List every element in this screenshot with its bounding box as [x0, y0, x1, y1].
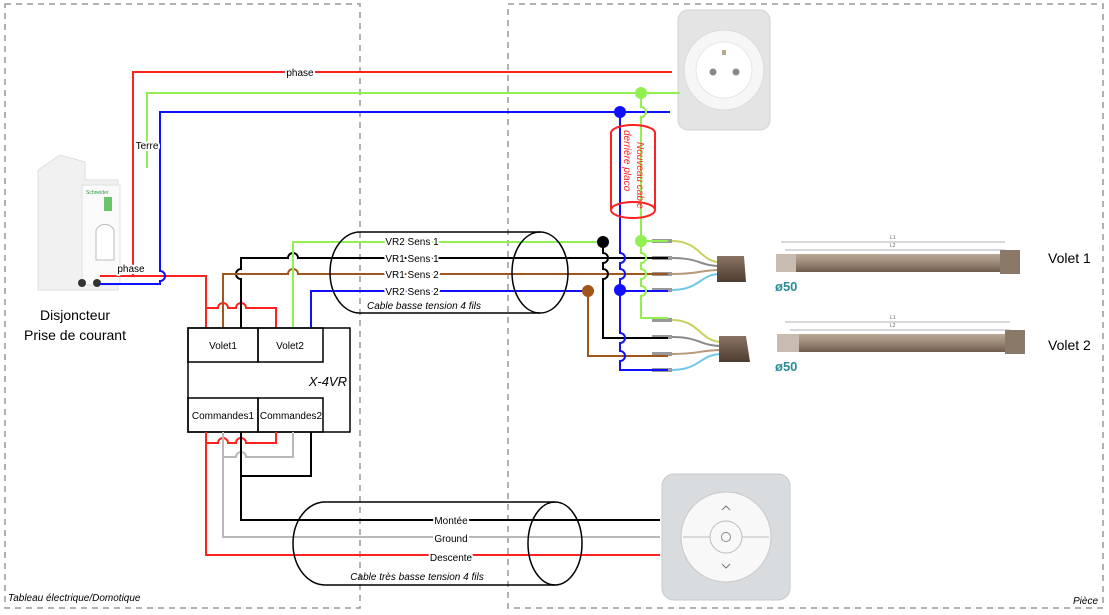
- wire-label-vr2-sens2: VR2 Sens 2: [385, 287, 439, 298]
- wire-neutral: [100, 111, 670, 285]
- module-name: X-4VR: [308, 374, 347, 389]
- motor-2-label: Volet 2: [1048, 337, 1091, 353]
- motor-1-leads: [652, 239, 746, 292]
- wire-label-montee: Montée: [434, 516, 468, 527]
- motor-2-leads: [652, 318, 750, 372]
- wire-brown-to-volet2: [587, 291, 668, 357]
- wire-descente: [205, 432, 660, 556]
- label-volet2: Volet2: [276, 341, 304, 352]
- wire-black-to-volet2: [602, 242, 668, 339]
- zone-room-label: Pièce: [1073, 596, 1098, 607]
- new-cable-label-line1: Nouveau cable: [634, 142, 645, 209]
- input-commandes2: [257, 397, 324, 433]
- very-low-voltage-cable-cylinder: [292, 501, 583, 586]
- wire-vr1-sens1: [235, 252, 668, 328]
- new-cable-cylinder: [610, 124, 656, 219]
- wire-label-vr2-sens1: VR2 Sens 1: [385, 237, 439, 248]
- new-cable-label-line2: derrière placo: [621, 130, 632, 192]
- breaker-title-line1: Disjoncteur: [40, 307, 110, 323]
- label-commandes1: Commandes1: [192, 411, 255, 422]
- wire-label-vr1-sens2: VR1 Sens 2: [385, 270, 439, 281]
- zone-panel-label: Tableau électrique/Domotique: [8, 593, 141, 604]
- label-phase-breaker: phase: [117, 264, 145, 275]
- wire-earth: [146, 92, 641, 168]
- motor-1-dim-l1: L1: [890, 235, 896, 241]
- down-chevron-icon: [721, 563, 731, 569]
- breaker-brand: Schneider: [86, 190, 109, 196]
- wire-ground: [222, 432, 660, 538]
- label-phase-main: phase: [286, 68, 314, 79]
- output-volet2: [257, 327, 324, 363]
- wire-vr2-sens1: [292, 241, 603, 328]
- motor-1-diameter: ø50: [775, 279, 797, 294]
- motor-2-diameter: ø50: [775, 359, 797, 374]
- wire-label-vr1-sens1: VR1 Sens 1: [385, 254, 439, 265]
- breaker-title-line2: Prise de courant: [24, 327, 126, 343]
- motor-volet-2: L1 L2 ø50: [775, 315, 1025, 374]
- wire-phase-to-socket: [132, 71, 672, 276]
- wire-descente-branch: [206, 432, 277, 444]
- wire-neutral-down: [619, 112, 668, 371]
- up-chevron-icon: [721, 505, 731, 511]
- motor-1-dim-l2: L2: [890, 243, 896, 249]
- motor-volet-1: L1 L2 ø50: [775, 235, 1020, 294]
- power-socket-image: [677, 9, 771, 131]
- label-volet1: Volet1: [209, 341, 237, 352]
- motor-2-dim-l2: L2: [890, 323, 896, 329]
- wire-vr1-sens2: [222, 268, 668, 328]
- low-voltage-cable-caption: Cable basse tension 4 fils: [367, 301, 481, 312]
- shutter-switch-image: [661, 473, 791, 601]
- junction-neutral-volet1: [614, 284, 626, 296]
- wire-phase-branch: [206, 302, 277, 328]
- wire-label-descente: Descente: [430, 553, 473, 564]
- wire-vr2-sens2: [310, 290, 588, 328]
- breaker-image: Schneider: [37, 154, 121, 291]
- zone-room-border: [507, 3, 1104, 609]
- very-low-voltage-cable-caption: Cable très basse tension 4 fils: [350, 572, 483, 583]
- motor-2-dim-l1: L1: [890, 315, 896, 321]
- label-commandes2: Commandes2: [260, 411, 323, 422]
- label-earth: Terre: [136, 141, 159, 152]
- low-voltage-cable-cylinder: [329, 231, 569, 314]
- junction-earth-top: [635, 87, 647, 99]
- junction-black: [597, 236, 609, 248]
- wire-earth-down: [640, 93, 668, 319]
- wire-label-ground: Ground: [434, 534, 467, 545]
- junction-neutral-top: [614, 106, 626, 118]
- zone-panel-border: [4, 3, 361, 609]
- junction-earth-volet1: [635, 235, 647, 247]
- x4vr-module: [187, 327, 351, 433]
- wire-ground-branch: [223, 432, 294, 458]
- motor-1-label: Volet 1: [1048, 250, 1091, 266]
- wire-phase-to-module: [100, 275, 207, 328]
- junction-brown: [582, 285, 594, 297]
- wire-montee-branch: [241, 432, 312, 477]
- wire-montee: [240, 432, 660, 521]
